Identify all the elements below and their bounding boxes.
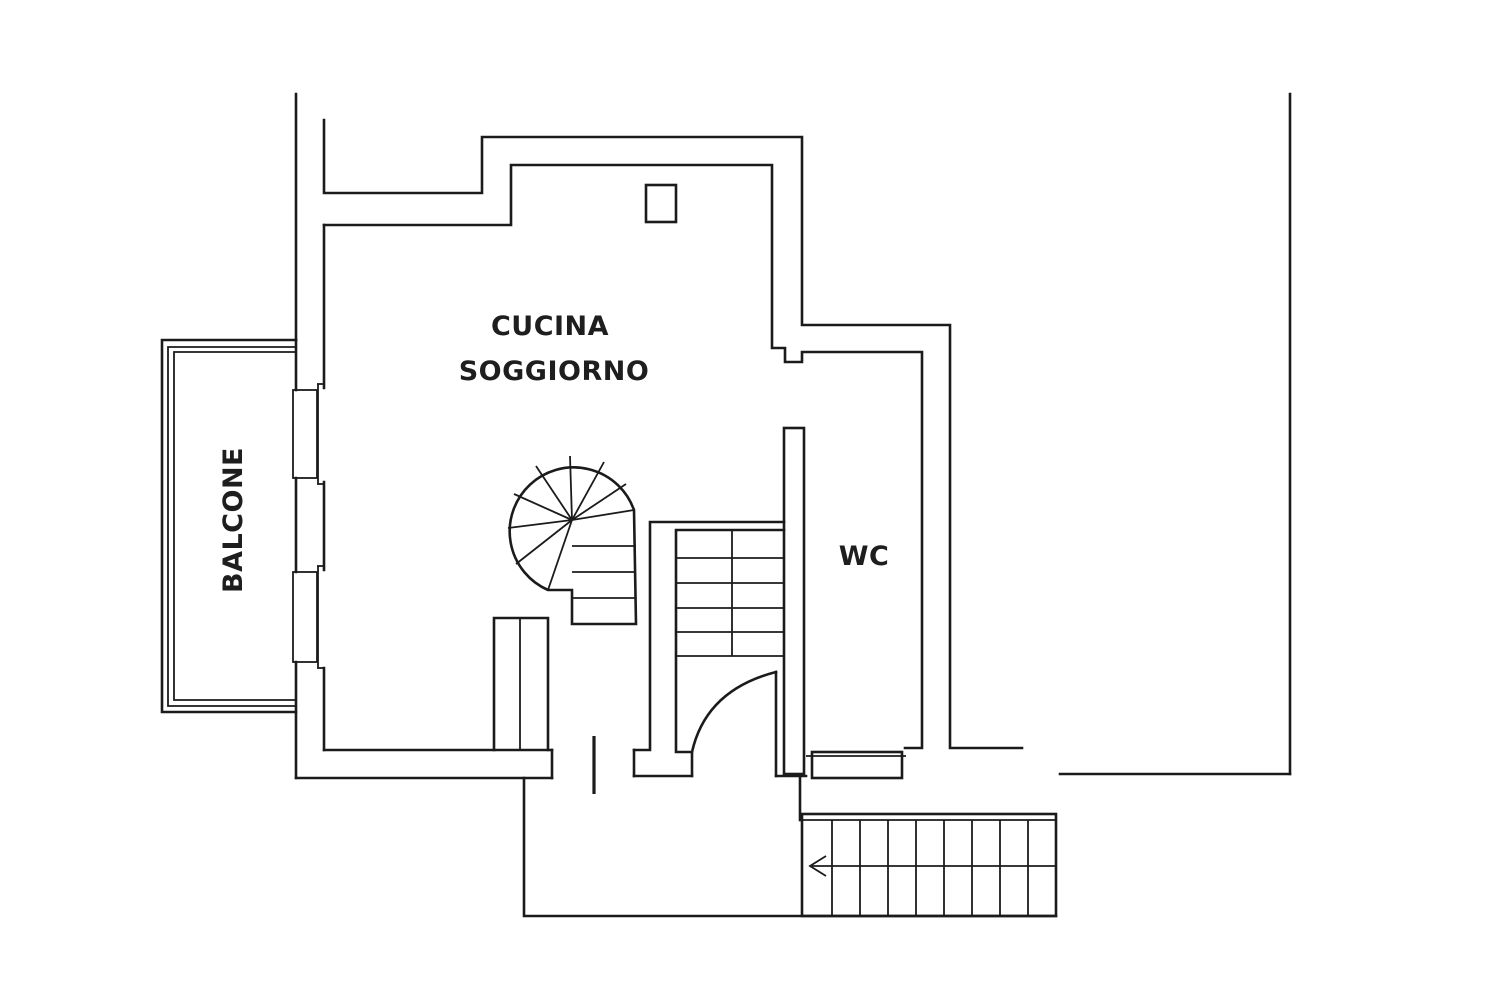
room-label-soggiorno: SOGGIORNO	[459, 356, 650, 387]
straight-staircase	[632, 520, 786, 778]
entry-cabinet	[492, 616, 550, 752]
right-boundary-line	[1058, 92, 1292, 776]
window-upper	[292, 383, 324, 485]
balcony	[160, 338, 298, 714]
external-staircase	[800, 812, 1058, 918]
room-label-balcone: BALCONE	[218, 447, 249, 593]
entry-landing	[522, 776, 1058, 918]
wc-partition-wall	[782, 426, 806, 776]
room-label-wc: WC	[839, 541, 890, 572]
outer-wall	[294, 118, 1024, 780]
wc-threshold	[806, 750, 906, 780]
room-label-cucina: CUCINA	[491, 311, 609, 342]
window-lower	[292, 565, 324, 669]
stair-direction-arrow-icon	[808, 855, 827, 877]
chimney	[644, 183, 678, 224]
spiral-staircase	[507, 455, 638, 626]
